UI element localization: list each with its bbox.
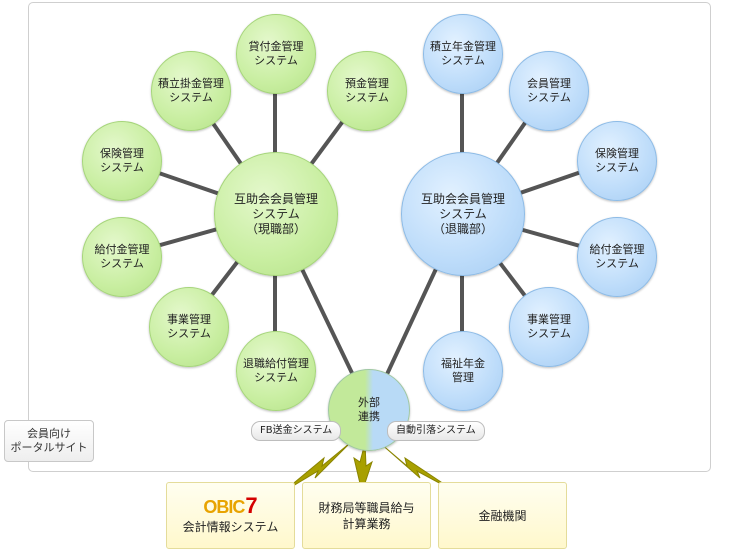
obic-accounting-box: OBIC 7 会計情報システム [166, 482, 295, 549]
right-hub-line1: 互助会会員管理 [420, 191, 505, 206]
obic-logo-number: 7 [245, 493, 258, 518]
node-line2: システム [169, 91, 213, 104]
node-line2: システム [595, 161, 639, 174]
right-hub-node: 互助会会員管理 システム （退職部） [401, 152, 525, 276]
portal-line2: ポータルサイト [10, 441, 88, 454]
right-hub-line2: システム [439, 206, 487, 221]
pension-savings-node: 積立年金管理 システム [423, 14, 503, 94]
benefit-management-node-left: 給付金管理 システム [82, 217, 162, 297]
financial-institution-box: 金融機関 [438, 482, 567, 549]
node-line1: 保険管理 [595, 147, 639, 160]
node-line1: 会員管理 [527, 77, 571, 90]
insurance-management-node-left: 保険管理 システム [82, 121, 162, 201]
payroll-line1: 財務局等職員給与 [318, 500, 415, 515]
business-management-node-right: 事業管理 システム [509, 287, 589, 367]
node-line1: 事業管理 [527, 313, 571, 326]
node-line2: システム [100, 257, 144, 270]
obic7-logo: OBIC 7 [203, 493, 258, 518]
fb-transfer-label: FB送金システム [251, 421, 342, 441]
node-line2: 管理 [452, 371, 474, 384]
retirement-benefit-node: 退職給付管理 システム [236, 331, 316, 411]
loan-management-node: 貸付金管理 システム [236, 14, 316, 94]
insurance-management-node-right: 保険管理 システム [577, 121, 657, 201]
external-link-line1: 外部 [358, 396, 380, 409]
left-hub-line1: 互助会会員管理 [233, 191, 318, 206]
external-link-line2: 連携 [358, 410, 380, 423]
obic-logo-word: OBIC [203, 497, 245, 517]
node-line1: 福祉年金 [441, 357, 485, 370]
payroll-line2: 計算業務 [342, 516, 391, 531]
installment-management-node: 積立掛金管理 システム [151, 51, 231, 131]
member-portal-button[interactable]: 会員向け ポータルサイト [4, 420, 94, 462]
left-hub-line3: （現職部） [245, 221, 306, 236]
auto-debit-label: 自動引落システム [387, 421, 485, 441]
benefit-management-node-right: 給付金管理 システム [577, 217, 657, 297]
left-hub-line2: システム [252, 206, 300, 221]
node-line1: 保険管理 [100, 147, 144, 160]
node-line2: システム [254, 54, 298, 67]
node-line1: 貸付金管理 [248, 40, 304, 53]
node-line1: 給付金管理 [589, 243, 645, 256]
node-line1: 事業管理 [167, 313, 211, 326]
node-line1: 積立掛金管理 [158, 77, 224, 90]
node-line2: システム [345, 91, 389, 104]
node-line2: システム [595, 257, 639, 270]
left-hub-node: 互助会会員管理 システム （現職部） [214, 152, 338, 276]
bank-label: 金融機関 [478, 508, 527, 523]
node-line1: 退職給付管理 [243, 357, 309, 370]
portal-line1: 会員向け [27, 427, 71, 440]
welfare-pension-node: 福祉年金 管理 [423, 331, 503, 411]
right-hub-line3: （退職部） [432, 221, 493, 236]
node-line1: 給付金管理 [94, 243, 150, 256]
node-line2: システム [441, 54, 485, 67]
obic-label: 会計情報システム [182, 520, 279, 534]
node-line2: システム [527, 91, 571, 104]
node-line2: システム [100, 161, 144, 174]
node-line1: 積立年金管理 [430, 40, 496, 53]
business-management-node-left: 事業管理 システム [149, 287, 229, 367]
node-line2: システム [527, 327, 571, 340]
deposit-management-node: 預金管理 システム [327, 51, 407, 131]
node-line2: システム [254, 371, 298, 384]
member-management-node: 会員管理 システム [509, 51, 589, 131]
payroll-calculation-box: 財務局等職員給与 計算業務 [302, 482, 431, 549]
node-line2: システム [167, 327, 211, 340]
node-line1: 預金管理 [345, 77, 389, 90]
